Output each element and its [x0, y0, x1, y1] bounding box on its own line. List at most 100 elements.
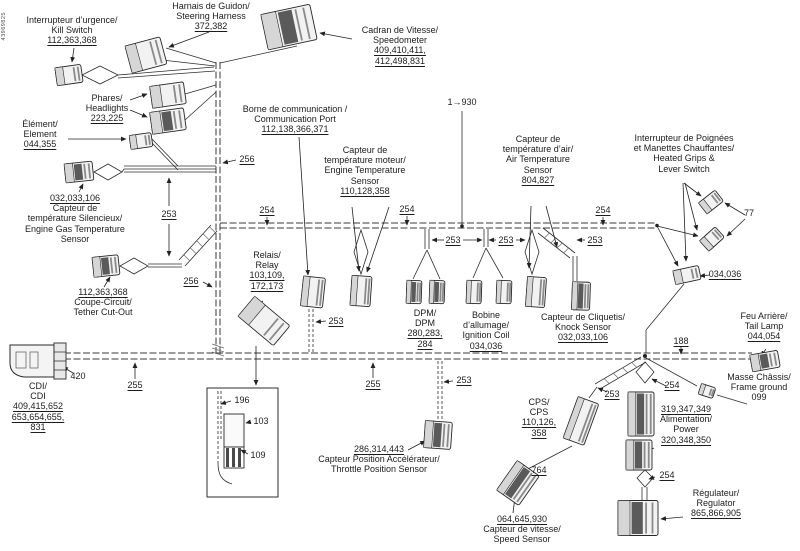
cdi-module — [9, 342, 67, 380]
speedometer-label-line-0: Cadran de Vitesse/ — [361, 25, 439, 35]
dim-254-1: 254 — [259, 205, 274, 215]
dim-254-regulator-line-0: 254 — [659, 470, 675, 480]
cps-label-line-3: 358 — [531, 427, 547, 438]
kill-switch-label-line-2: 112,363,368 — [47, 35, 97, 46]
communication-port-label: Borne de communication /Communication Po… — [243, 104, 348, 135]
dim-255-2-line-0: 255 — [365, 379, 381, 389]
engine-temp-label-line-0: Capteur de — [342, 145, 388, 155]
dpm-label-line-1: DPM — [414, 318, 435, 329]
regulator-label-line-2: 865,866,905 — [690, 508, 742, 519]
dim-253-cps-line-0: 253 — [604, 389, 620, 399]
engine-temp-sensor-connector — [349, 275, 373, 307]
dim-420-line-0: 420 — [70, 371, 86, 381]
power-label-line-2: Power — [673, 424, 699, 435]
dim-253-cps: 253 — [604, 389, 619, 399]
kill-switch-label-line-0: Interrupteur d’urgence/ — [26, 15, 118, 25]
dim-253-1: 253 — [445, 235, 460, 245]
throttle-position-label-line-1: Capteur Position Accélérateur/ — [318, 454, 440, 465]
engine-temp-label-line-4: 110,128,358 — [340, 185, 390, 196]
dim-254-3-line-0: 254 — [595, 205, 611, 215]
muffler-temp-label-line-3: Engine Gas Temperature — [25, 223, 125, 234]
communication-port-connector — [300, 275, 326, 309]
power-label-line-1: Alimentation/ — [659, 414, 713, 425]
muffler-temp-sensor-connector — [63, 160, 95, 184]
throttle-position-label-line-2: Throttle Position Sensor — [330, 464, 428, 475]
speedometer-label-line-2: 409,410,411, — [374, 45, 426, 56]
power-connector-a — [627, 391, 655, 437]
cps-connector — [562, 396, 599, 446]
cdi-label-line-1: CDI — [30, 391, 46, 402]
dim-255-1: 255 — [127, 380, 142, 390]
engine-temp-label-line-2: Engine Temperature — [324, 165, 406, 176]
grip-connector-a — [697, 190, 724, 215]
heated-grips-label-line-3: Lever Switch — [658, 163, 710, 174]
heated-grips-wires — [645, 182, 746, 353]
power-connector-b — [625, 439, 653, 471]
dim-253-2-line-0: 253 — [498, 235, 514, 245]
communication-port-label-line-2: 112,138,366,371 — [261, 124, 329, 135]
air-temp-sensor-connector — [525, 276, 547, 308]
ignition-coil-label-line-3: 034,036 — [469, 340, 503, 351]
steering-harness-label-line-2: 372,382 — [194, 21, 228, 32]
ignition-coil-label-line-2: Ignition Coil — [462, 330, 510, 341]
speedometer-label-line-3: 412,498,831 — [374, 55, 426, 66]
relay-label-line-3: 172,173 — [250, 280, 284, 291]
headlights-label-line-1: Headlights — [85, 103, 129, 114]
knock-sensor-label-line-1: Knock Sensor — [554, 322, 612, 333]
dim-764: 764 — [531, 465, 546, 475]
air-temp-label-line-2: Air Temperature — [506, 154, 570, 165]
inset-109-line-0: 109 — [250, 450, 266, 460]
air-temp-label-line-4: 804,827 — [521, 174, 555, 185]
speedometer-connector — [260, 4, 318, 51]
inset-103-line-0: 103 — [253, 416, 269, 426]
headlights-label-line-2: 223,225 — [90, 113, 124, 124]
air-temp-label-line-0: Capteur de — [515, 134, 561, 144]
dim-420: 420 — [70, 371, 85, 381]
dim-764-line-0: 764 — [531, 465, 547, 475]
dim-188: 188 — [673, 336, 688, 346]
air-temp-label-line-3: Sensor — [523, 164, 553, 175]
relay-label-line-1: Relay — [255, 260, 279, 271]
ignition-coil-connector-a — [465, 279, 483, 305]
speed-sensor-connector — [496, 460, 540, 506]
tail-lamp-connector — [749, 350, 781, 373]
dim-253-left: 253 — [161, 209, 176, 219]
frame-ground-connector — [697, 383, 716, 399]
connector-glyphs — [54, 4, 781, 536]
ignition-coil-connector-b — [495, 279, 513, 305]
dpm-connector-a — [405, 279, 423, 305]
heated-grips-label-line-0: Interrupteur de Poignées — [634, 133, 734, 143]
muffler-temp-label-line-2: température Silencieux/ — [27, 213, 123, 224]
tether-cutout-connector — [91, 254, 121, 278]
cps-label-line-0: CPS/ — [528, 397, 550, 407]
inset-109: 109 — [250, 450, 265, 460]
dim-253-relay: 253 — [328, 316, 343, 326]
throttle-position-label-line-0: 286,314,443 — [353, 444, 405, 454]
cdi-label-line-2: 409,415,652 — [12, 401, 64, 412]
tail-lamp-label-line-0: Feu Arrière/ — [740, 311, 788, 321]
dpm-label-line-2: 280,283, — [407, 328, 443, 339]
dim-255-2: 255 — [365, 379, 380, 389]
heated-grips-label-line-1: et Manettes Chauffantes/ — [633, 143, 735, 154]
power-label-line-3: 320,348,350 — [660, 434, 712, 445]
dim-253-left-line-0: 253 — [161, 209, 177, 219]
frame-ground-label-line-1: Frame ground — [730, 382, 788, 393]
